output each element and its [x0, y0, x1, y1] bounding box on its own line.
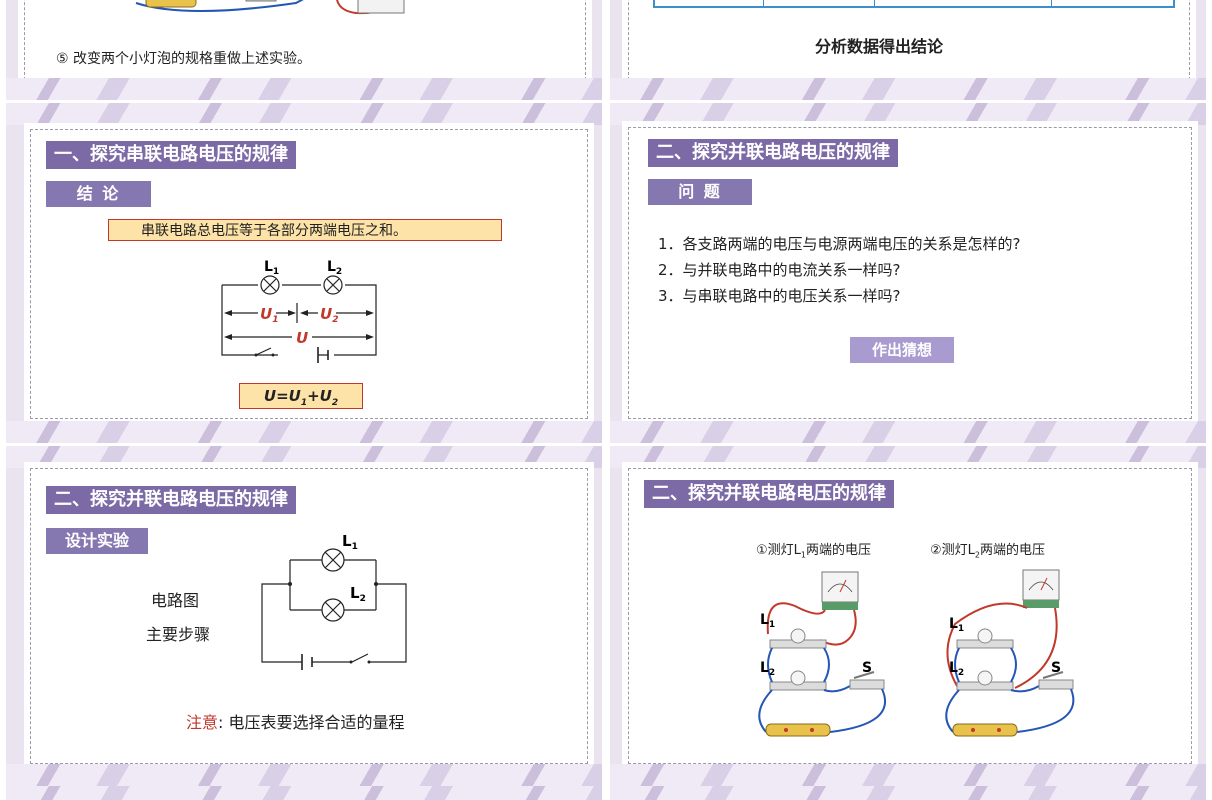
label-l2: L2: [350, 584, 366, 604]
note-text: : 电压表要选择合适的量程: [218, 713, 405, 732]
decorative-stripes: [610, 421, 1206, 443]
slide-content-area: [628, 127, 1192, 419]
section-banner: 二、探究并联电路电压的规律: [644, 480, 894, 508]
section-banner: 二、探究并联电路电压的规律: [46, 486, 296, 514]
note-label: 注意: [186, 713, 219, 732]
label-s: S: [862, 660, 872, 676]
question-2: 2．与并联电路中的电流关系一样吗?: [658, 261, 901, 279]
caption-measure-l1: ①测灯L1两端的电压: [756, 543, 872, 560]
question-3: 3．与串联电路中的电压关系一样吗?: [658, 287, 901, 305]
conclusion-box: 串联电路总电压等于各部分两端电压之和。: [108, 219, 502, 241]
slide-content-area: [30, 129, 588, 419]
slide-content-area: [628, 0, 1190, 80]
section-tag: 结 论: [46, 181, 151, 207]
decorative-stripes: [610, 446, 1206, 468]
decorative-stripes: [6, 421, 602, 443]
decorative-stripes: [6, 446, 602, 468]
slide-bottom-right-partial: [610, 786, 1206, 800]
apparatus-measure-l1: L1 L2 S: [758, 571, 887, 737]
label-l1: L1: [760, 612, 775, 630]
label-l2: L2: [949, 660, 964, 678]
decorative-stripes: [610, 786, 1206, 800]
label-u2: U2: [320, 305, 338, 325]
section-banner: 二、探究并联电路电压的规律: [648, 139, 898, 167]
decorative-stripes: [6, 786, 602, 800]
slide-content-area: [30, 468, 588, 764]
table-cell: [1052, 0, 1173, 6]
bulb-board-l2: [956, 670, 1014, 691]
slide-parallel-design: 二、探究并联电路电压的规律 设计实验 电路图 主要步骤 L1 L2 注意: 电压…: [6, 446, 602, 786]
decorative-stripes: [610, 764, 1206, 786]
battery-pack: [765, 723, 831, 737]
label-l1: L1: [342, 534, 358, 552]
slide-content-area: [24, 0, 586, 80]
battery-pack: [952, 723, 1018, 737]
decorative-stripes: [6, 78, 602, 100]
table-cell: [764, 0, 875, 6]
main-steps-label: 主要步骤: [146, 625, 211, 644]
label-l2: L2: [327, 259, 342, 277]
label-l1: L1: [264, 259, 279, 277]
bulb-board-l2: [769, 670, 827, 691]
decorative-stripes: [610, 78, 1206, 100]
slide-series-conclusion: 一、探究串联电路电压的规律 结 论 串联电路总电压等于各部分两端电压之和。 L1…: [6, 103, 602, 443]
caption-measure-l2: ②测灯L2两端的电压: [930, 543, 1046, 560]
slide-parallel-measurement: 二、探究并联电路电压的规律 ①测灯L1两端的电压 ②测灯L2两端的电压: [610, 446, 1206, 786]
slide-top-right: 分析数据得出结论: [610, 0, 1206, 100]
label-l2: L2: [760, 660, 775, 678]
make-guess-button[interactable]: 作出猜想: [850, 337, 954, 363]
slide-top-left: ⑤ 改变两个小灯泡的规格重做上述实验。: [6, 0, 602, 100]
note-line: 注意: 电压表要选择合适的量程: [186, 709, 405, 733]
switch: [1038, 671, 1074, 690]
switch: [849, 671, 885, 690]
parallel-circuit-diagram: L1 L2: [261, 534, 407, 670]
section-tag: 设计实验: [46, 528, 148, 554]
apparatus-measure-l2: L1 L2 S: [945, 569, 1075, 737]
question-1: 1．各支路两端的电压与电源两端电压的关系是怎样的?: [658, 235, 1021, 253]
slide-bottom-left-partial: [6, 786, 602, 800]
voltmeter: [821, 571, 859, 610]
experiment-apparatus-illustration: [135, 0, 405, 15]
series-circuit-diagram: L1 L2 U1 U2 U: [221, 259, 377, 363]
formula-box: U=U1+U2: [239, 383, 363, 409]
circuit-diagram-label: 电路图: [151, 591, 200, 610]
slide-content-area: [628, 468, 1192, 764]
table-cell: [655, 0, 764, 6]
data-table: [653, 0, 1175, 8]
conclusion-label: 分析数据得出结论: [815, 37, 944, 56]
bulb-board-l1: [956, 628, 1014, 649]
label-l1: L1: [949, 616, 964, 634]
decorative-stripes: [6, 764, 602, 786]
slide-parallel-questions: 二、探究并联电路电压的规律 问 题 1．各支路两端的电压与电源两端电压的关系是怎…: [610, 103, 1206, 443]
decorative-stripes: [610, 103, 1206, 125]
label-u1: U1: [260, 305, 278, 325]
decorative-stripes: [6, 103, 602, 125]
label-s: S: [1051, 660, 1061, 676]
bulb-board-l1: [769, 628, 827, 649]
voltmeter: [1022, 569, 1060, 608]
label-u: U: [296, 329, 308, 347]
section-tag: 问 题: [648, 179, 752, 205]
table-cell: [875, 0, 1052, 6]
step-5-text: ⑤ 改变两个小灯泡的规格重做上述实验。: [56, 51, 311, 67]
section-banner: 一、探究串联电路电压的规律: [46, 141, 296, 169]
